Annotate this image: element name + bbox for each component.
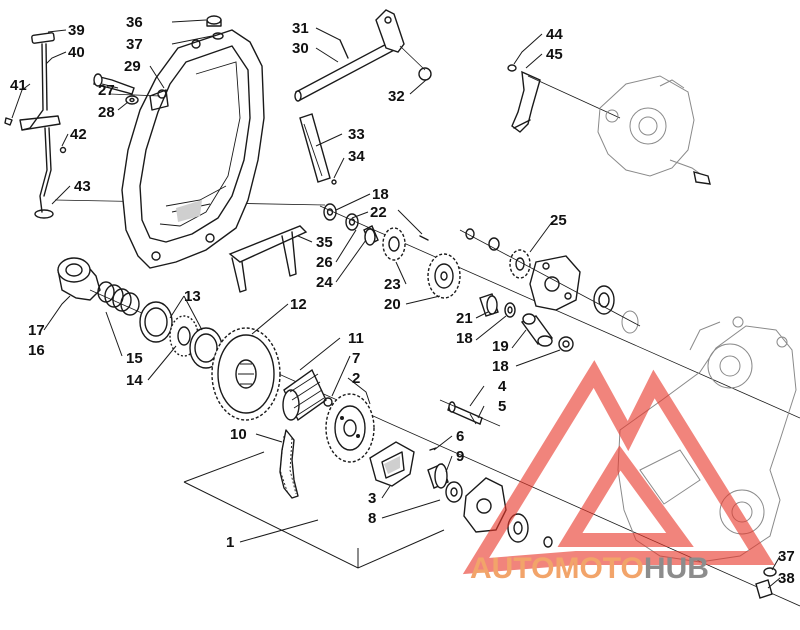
callout-37: 37 bbox=[126, 36, 143, 53]
callout-11: 11 bbox=[348, 330, 364, 347]
callout-5: 5 bbox=[498, 398, 506, 415]
callout-30: 30 bbox=[292, 40, 309, 57]
callout-36: 36 bbox=[126, 14, 143, 31]
callout-25: 25 bbox=[550, 212, 567, 229]
callout-44: 44 bbox=[546, 26, 563, 43]
callout-37: 37 bbox=[778, 548, 795, 565]
chaincase-cover-part bbox=[109, 29, 265, 269]
callout-20: 20 bbox=[384, 296, 401, 313]
watermark-text-primary: AUTOMOTO bbox=[470, 552, 644, 585]
callout-34: 34 bbox=[348, 148, 365, 165]
callout-7: 7 bbox=[352, 350, 360, 367]
assembly-bracket bbox=[183, 451, 445, 569]
splined-shaft-part bbox=[282, 368, 333, 422]
spacer-19-part bbox=[520, 313, 574, 352]
callout-28: 28 bbox=[98, 104, 115, 121]
friction-disc-part bbox=[139, 301, 223, 369]
callout-10: 10 bbox=[230, 426, 247, 443]
callout-43: 43 bbox=[74, 178, 91, 195]
watermark-logo: AUTOMOTOHUB bbox=[462, 360, 775, 585]
cover-nut-part bbox=[206, 15, 224, 40]
shift-linkage-part bbox=[4, 32, 326, 219]
callout-18: 18 bbox=[372, 186, 389, 203]
watermark-text-secondary: HUB bbox=[644, 552, 709, 585]
callout-41: 41 bbox=[10, 77, 27, 94]
bolt-4-part bbox=[439, 399, 501, 427]
callout-29: 29 bbox=[124, 58, 141, 75]
callout-8: 8 bbox=[368, 510, 376, 527]
reverse-bracket-part bbox=[507, 64, 621, 133]
callout-9: 9 bbox=[456, 448, 464, 465]
spring-ring-part bbox=[97, 281, 140, 316]
svg-text:AUTOMOTOHUB: AUTOMOTOHUB bbox=[470, 552, 709, 585]
callout-3: 3 bbox=[368, 490, 376, 507]
callout-2: 2 bbox=[352, 370, 360, 387]
shift-plate-part bbox=[299, 113, 337, 185]
callout-18: 18 bbox=[456, 330, 473, 347]
large-sprocket-part bbox=[211, 327, 281, 421]
bearing-cluster-part bbox=[459, 228, 641, 334]
hub-spacer-part bbox=[427, 447, 463, 503]
callout-33: 33 bbox=[348, 126, 365, 143]
callout-27: 27 bbox=[98, 82, 115, 99]
callout-32: 32 bbox=[388, 88, 405, 105]
callout-24: 24 bbox=[316, 274, 333, 291]
callout-31: 31 bbox=[292, 20, 309, 37]
callout-45: 45 bbox=[546, 46, 563, 63]
callout-39: 39 bbox=[68, 22, 85, 39]
callout-16: 16 bbox=[28, 342, 45, 359]
medium-gear-part bbox=[427, 253, 461, 299]
callout-18: 18 bbox=[492, 358, 509, 375]
leader-lines bbox=[11, 19, 781, 589]
small-gear-part bbox=[382, 227, 406, 261]
callout-42: 42 bbox=[70, 126, 87, 143]
callout-26: 26 bbox=[316, 254, 333, 271]
callout-6: 6 bbox=[456, 428, 464, 445]
callout-40: 40 bbox=[68, 44, 85, 61]
callout-17: 17 bbox=[28, 322, 45, 339]
callout-12: 12 bbox=[290, 296, 307, 313]
cover-bolt-part bbox=[93, 73, 139, 105]
driven-sprocket-part bbox=[325, 393, 375, 463]
brake-pad-part bbox=[369, 441, 415, 487]
upper-housing-part bbox=[597, 75, 711, 185]
callout-15: 15 bbox=[126, 350, 143, 367]
callout-1: 1 bbox=[226, 534, 234, 551]
lower-housing-part bbox=[463, 316, 797, 599]
callout-38: 38 bbox=[778, 570, 795, 587]
callout-35: 35 bbox=[316, 234, 333, 251]
callout-14: 14 bbox=[126, 372, 143, 389]
callout-4: 4 bbox=[498, 378, 507, 395]
callout-23: 23 bbox=[384, 276, 401, 293]
drive-chain-part bbox=[279, 429, 299, 499]
shift-shaft-part bbox=[294, 9, 432, 102]
callout-21: 21 bbox=[456, 310, 473, 327]
callout-19: 19 bbox=[492, 338, 509, 355]
callout-labels: 39 40 41 42 43 36 37 29 27 28 31 30 32 3… bbox=[10, 14, 795, 587]
shift-fork-part bbox=[228, 225, 308, 293]
callout-13: 13 bbox=[184, 288, 201, 305]
bushing-21-part bbox=[479, 293, 516, 318]
callout-22: 22 bbox=[370, 204, 387, 221]
